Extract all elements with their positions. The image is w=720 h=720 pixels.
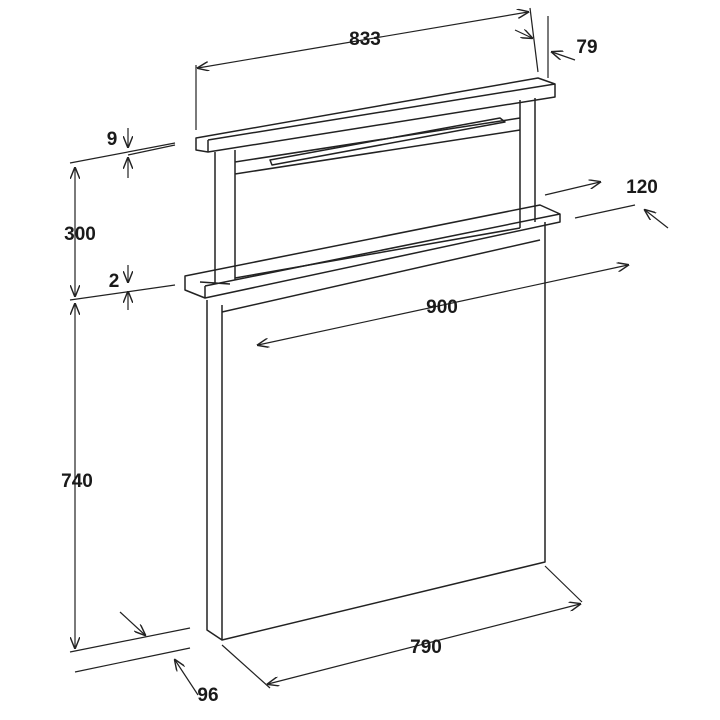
dim-top-width: 833: [349, 29, 381, 50]
dim-body-depth: 96: [197, 685, 219, 706]
dim-cap-height: 9: [106, 129, 118, 150]
dim-frame-depth: 120: [626, 177, 658, 198]
body: [206, 222, 546, 641]
dim-frame-width: 900: [426, 297, 458, 318]
air-slot: [269, 117, 506, 166]
top-cap: [195, 77, 556, 153]
dim-extended-height: 300: [64, 224, 96, 245]
worktop-frame: [184, 204, 561, 299]
dim-body-height: 740: [61, 471, 93, 492]
dim-top-depth: 79: [576, 37, 598, 58]
dim-body-width: 790: [410, 637, 442, 658]
dim-frame-height: 2: [108, 271, 120, 292]
